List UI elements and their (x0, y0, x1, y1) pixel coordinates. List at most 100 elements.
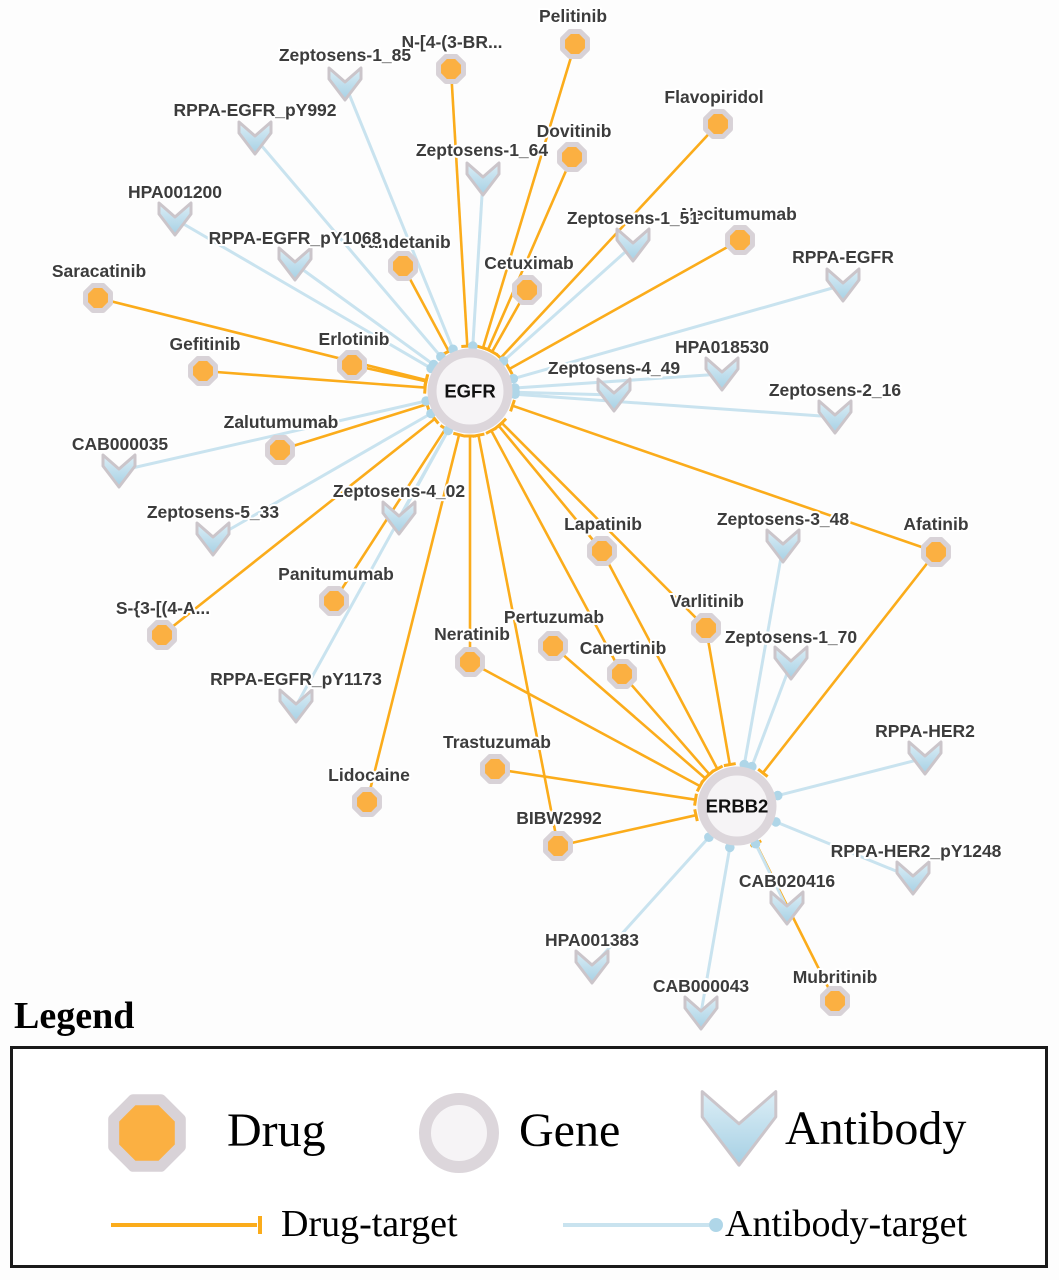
antibody-node-cab020416[interactable] (769, 890, 805, 926)
drug-shape-icon (560, 29, 590, 59)
antibody-node-rppa-egfr[interactable] (825, 267, 861, 303)
antibody-shape-icon (596, 377, 632, 413)
drug-node-pertuzumab[interactable] (538, 631, 568, 661)
antibody-node-hpa001383[interactable] (574, 949, 610, 985)
node-label-mubritinib: Mubritinib (793, 967, 878, 987)
node-label-zeptosens-1-70: Zeptosens-1_70 (725, 627, 858, 647)
drug-shape-icon (147, 620, 177, 650)
drug-node-saracatinib[interactable] (83, 283, 113, 313)
drug-node-dovitinib[interactable] (557, 142, 587, 172)
node-label-rppa-egfr: RPPA-EGFR (792, 247, 894, 267)
antibody-node-rppa-egfr-py1173[interactable] (278, 688, 314, 724)
antibody-shape-icon (817, 399, 853, 435)
antibody-node-zeptosens-3-48[interactable] (765, 528, 801, 564)
node-label-flavopiridol: Flavopiridol (664, 87, 763, 107)
gene-node-erbb2[interactable]: ERBB2 (697, 766, 777, 846)
drug-node-mubritinib[interactable] (820, 986, 850, 1016)
antibody-shape-icon (825, 267, 861, 303)
antibody-node-rppa-egfr-py1068[interactable] (277, 246, 313, 282)
antibody-shape-icon (157, 201, 193, 237)
antibody-shape-icon (773, 645, 809, 681)
legend-antibody-target-label: Antibody-target (725, 1203, 968, 1245)
node-label-hpa001383: HPA001383 (545, 930, 639, 950)
antibody-node-zeptosens-4-02[interactable] (381, 500, 417, 536)
drug-shape-icon (319, 586, 349, 616)
drug-node-n-4-3-br[interactable] (436, 54, 466, 84)
drug-node-canertinib[interactable] (607, 659, 637, 689)
antibody-node-hpa018530[interactable] (704, 356, 740, 392)
edge-pertuzumab-erbb2 (552, 645, 711, 784)
drug-node-necitumumab[interactable] (725, 225, 755, 255)
antibody-shape-icon (237, 120, 273, 156)
drug-shape-icon (820, 986, 850, 1016)
edge-n-4-3-br-egfr (449, 68, 474, 348)
drug-node-cetuximab[interactable] (512, 275, 542, 305)
edge-gefitinib-egfr (202, 369, 428, 394)
node-label-hpa018530: HPA018530 (675, 337, 769, 357)
node-label-canertinib: Canertinib (580, 638, 667, 658)
antibody-node-zeptosens-1-85[interactable] (327, 66, 363, 102)
drug-node-lidocaine[interactable] (352, 787, 382, 817)
antibody-node-rppa-her2[interactable] (907, 740, 943, 776)
edge-zeptosens-4-49-egfr (510, 387, 615, 398)
antibody-node-cab000043[interactable] (683, 995, 719, 1031)
drug-shape-icon (83, 283, 113, 313)
antibody-node-zeptosens-5-33[interactable] (195, 521, 231, 557)
drug-node-panitumumab[interactable] (319, 586, 349, 616)
drug-node-vandetanib[interactable] (388, 251, 418, 281)
antibody-node-hpa001200[interactable] (157, 201, 193, 237)
edge-varlitinib-erbb2 (704, 627, 736, 768)
node-label-zeptosens-2-16: Zeptosens-2_16 (769, 380, 902, 400)
edge-hpa018530-egfr (510, 372, 723, 393)
drug-node-neratinib[interactable] (455, 647, 485, 677)
edge-varlitinib-egfr (496, 417, 707, 629)
legend-gene-node-icon (419, 1093, 499, 1173)
drug-node-flavopiridol[interactable] (703, 109, 733, 139)
node-label-rppa-her2: RPPA-HER2 (875, 721, 975, 741)
drug-node-bibw2992[interactable] (543, 831, 573, 861)
node-label-zalutumumab: Zalutumumab (224, 412, 339, 432)
drug-node-afatinib[interactable] (921, 537, 951, 567)
node-label-zeptosens-1-85: Zeptosens-1_85 (279, 45, 412, 65)
drug-node-lapatinib[interactable] (587, 536, 617, 566)
antibody-node-zeptosens-1-70[interactable] (773, 645, 809, 681)
legend-antibody-target-edge-icon (563, 1218, 723, 1232)
drug-shape-icon (725, 225, 755, 255)
drug-shape-icon (436, 54, 466, 84)
drug-node-varlitinib[interactable] (691, 613, 721, 643)
legend-drug-target-label: Drug-target (281, 1203, 458, 1245)
node-label-bibw2992: BIBW2992 (516, 808, 602, 828)
antibody-node-rppa-her2-py1248[interactable] (895, 860, 931, 896)
drug-node-s-3-4-a[interactable] (147, 620, 177, 650)
antibody-node-zeptosens-1-64[interactable] (465, 161, 501, 197)
antibody-node-zeptosens-4-49[interactable] (596, 377, 632, 413)
gene-shape-icon (427, 348, 513, 434)
antibody-node-zeptosens-1-51[interactable] (615, 227, 651, 263)
edge-lapatinib-egfr (493, 420, 604, 552)
node-label-rppa-egfr-py1173: RPPA-EGFR_pY1173 (210, 669, 382, 689)
drug-node-pelitinib[interactable] (560, 29, 590, 59)
drug-node-gefitinib[interactable] (188, 356, 218, 386)
node-label-erlotinib: Erlotinib (319, 329, 390, 349)
gene-node-egfr[interactable]: EGFR (427, 348, 513, 434)
edge-afatinib-erbb2 (757, 551, 938, 778)
drug-node-trastuzumab[interactable] (480, 754, 510, 784)
drug-node-zalutumumab[interactable] (265, 435, 295, 465)
antibody-node-cab000035[interactable] (101, 453, 137, 489)
node-label-afatinib: Afatinib (903, 514, 968, 534)
edge-zeptosens-1-85-egfr (343, 83, 458, 355)
drug-shape-icon (188, 356, 218, 386)
legend-antibody-node-icon (700, 1090, 778, 1167)
edge-cab000035-egfr (118, 396, 431, 473)
node-label-zeptosens-1-51: Zeptosens-1_51 (567, 208, 700, 228)
edge-saracatinib-egfr (97, 296, 430, 387)
node-label-zeptosens-4-02: Zeptosens-4_02 (333, 481, 466, 501)
node-label-cetuximab: Cetuximab (484, 253, 573, 273)
node-label-pelitinib: Pelitinib (539, 6, 607, 26)
node-label-necitumumab: Necitumumab (681, 204, 797, 224)
antibody-node-zeptosens-2-16[interactable] (817, 399, 853, 435)
drug-shape-icon (557, 142, 587, 172)
node-label-cab000043: CAB000043 (653, 976, 750, 996)
antibody-node-rppa-egfr-py992[interactable] (237, 120, 273, 156)
drug-node-erlotinib[interactable] (337, 350, 367, 380)
